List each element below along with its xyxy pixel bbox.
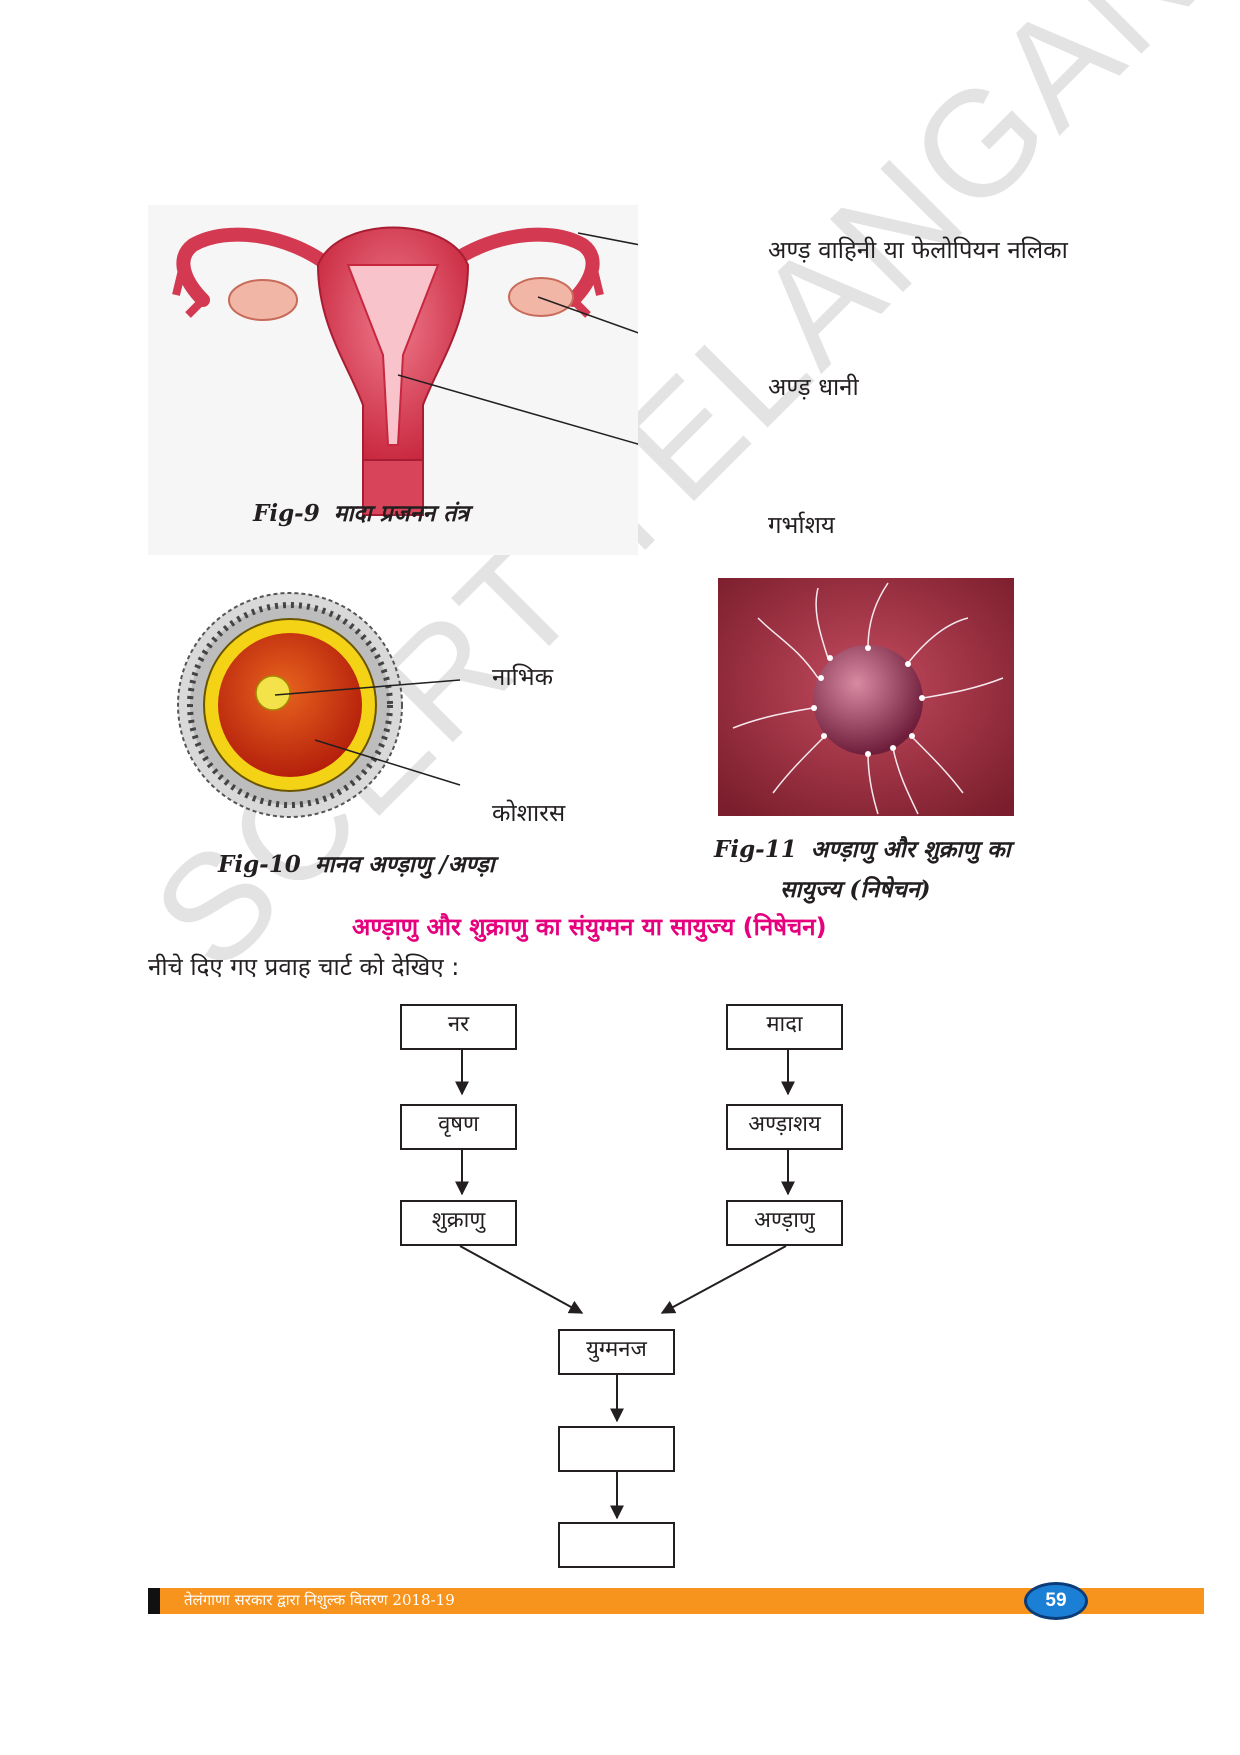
fig10-caption: Fig-10 मानव अण्ड़ाणु /अण्ड़ा (218, 847, 495, 879)
flowchart-instruction: नीचे दिए गए प्रवाह चार्ट को देखिए : (148, 953, 460, 981)
flow-box-male: नर (400, 1004, 517, 1050)
flow-box-testis: वृषण (400, 1104, 517, 1150)
fig11-caption-text: अण्ड़ाणु और शुक्राणु का (810, 836, 1011, 863)
fig11-number: Fig-11 (714, 836, 797, 863)
fig9-label-uterus: गर्भाशय (768, 511, 835, 539)
footer-text: तेलंगाणा सरकार द्वारा निशुल्क वितरण 2018… (184, 1591, 455, 1609)
arrow-sperm-to-zygote (459, 1245, 584, 1314)
flow-box-ovary: अण्ड़ाशय (726, 1104, 843, 1150)
flow-box-blank-2 (558, 1522, 675, 1568)
flow-box-zygote: युग्मनज (558, 1329, 675, 1375)
fig11-figure (718, 578, 1014, 816)
fig9-label-fallopian-tube: अण्ड़ वाहिनी या फेलोपियन नलिका (768, 236, 1068, 264)
fig10-number: Fig-10 (218, 851, 301, 878)
footer-edge-mark (148, 1588, 160, 1614)
female-reproductive-system-illustration (172, 226, 729, 516)
arrow-ovum-to-zygote (660, 1245, 787, 1314)
flow-box-sperm: शुक्राणु (400, 1200, 517, 1246)
section-heading: अण्ड़ाणु और शुक्राणु का संयुग्मन या सायु… (352, 913, 827, 941)
fig9-caption: Fig-9 मादा प्रजनन तंत्र (253, 496, 469, 528)
flow-box-female: मादा (726, 1004, 843, 1050)
fig10-figure (170, 580, 470, 840)
flow-box-ovum: अण्ड़ाणु (726, 1200, 843, 1246)
human-ovum-illustration (177, 592, 461, 818)
fig10-label-cytoplasm: कोशारस (492, 799, 566, 827)
fig9-caption-text: मादा प्रजनन तंत्र (333, 500, 470, 527)
fertilization-illustration (718, 578, 1014, 816)
fig9-label-ovary: अण्ड़ धानी (768, 373, 859, 401)
page-number: 59 (1045, 1590, 1067, 1611)
fig11-caption-line1: Fig-11 अण्ड़ाणु और शुक्राणु का (714, 832, 1011, 864)
fig10-label-nucleus: नाभिक (492, 663, 554, 691)
fig11-caption-line2: सायुज्य (निषेचन) (780, 876, 931, 903)
fig9-number: Fig-9 (253, 500, 320, 527)
fig10-caption-text: मानव अण्ड़ाणु /अण्ड़ा (314, 851, 495, 878)
page-number-badge: 59 (1024, 1582, 1088, 1620)
fig9-figure (148, 205, 729, 555)
flow-box-blank-1 (558, 1426, 675, 1472)
